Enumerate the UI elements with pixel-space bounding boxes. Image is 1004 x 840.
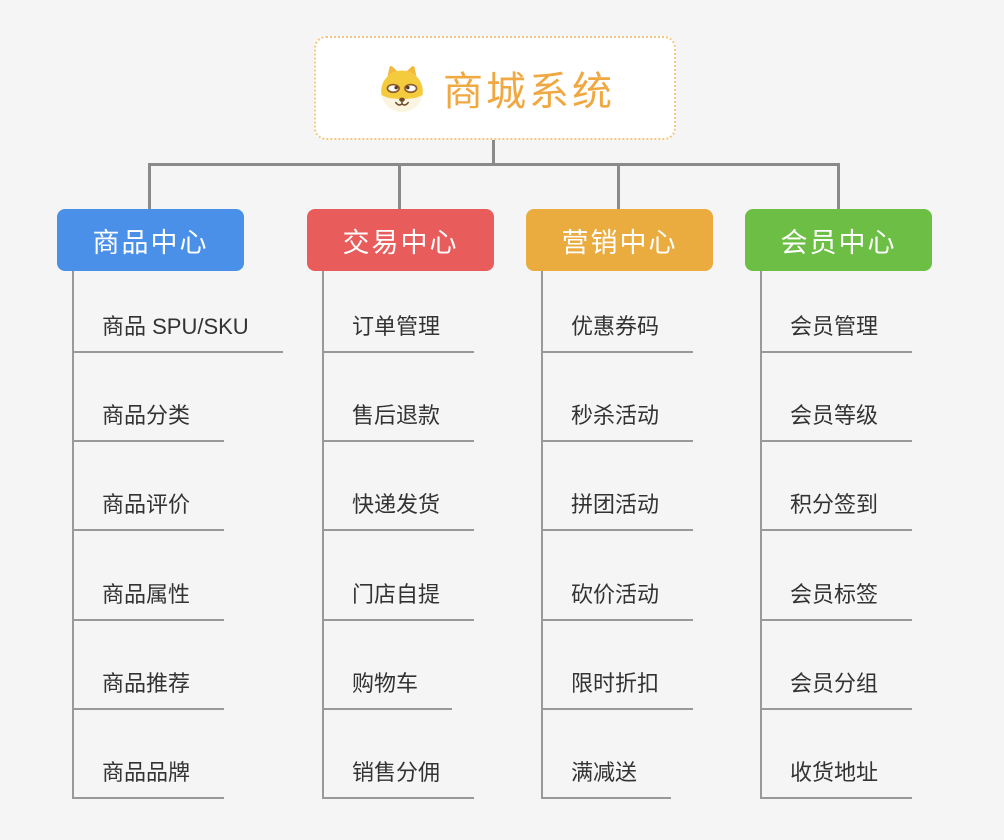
connector-drop-member bbox=[837, 166, 840, 209]
connector-bus bbox=[148, 163, 840, 166]
leaf-store-pickup[interactable]: 门店自提 bbox=[322, 579, 475, 621]
leaf-bargain-activity[interactable]: 砍价活动 bbox=[541, 579, 694, 621]
branch-header-trade[interactable]: 交易中心 bbox=[307, 209, 494, 271]
leaf-order-management[interactable]: 订单管理 bbox=[322, 311, 475, 353]
leaf-aftersale-refund[interactable]: 售后退款 bbox=[322, 400, 475, 442]
root-node[interactable]: 商城系统 bbox=[314, 36, 676, 140]
leaf-product-category[interactable]: 商品分类 bbox=[72, 400, 225, 442]
leaf-express-delivery[interactable]: 快递发货 bbox=[322, 489, 475, 531]
root-title: 商城系统 bbox=[443, 70, 615, 114]
trunk-product bbox=[72, 271, 74, 799]
doge-icon bbox=[375, 63, 429, 113]
leaf-member-tag[interactable]: 会员标签 bbox=[760, 579, 913, 621]
trunk-marketing bbox=[541, 271, 543, 799]
trunk-member bbox=[760, 271, 762, 799]
leaf-flash-sale[interactable]: 秒杀活动 bbox=[541, 400, 694, 442]
branch-header-marketing[interactable]: 营销中心 bbox=[526, 209, 713, 271]
leaf-product-recommend[interactable]: 商品推荐 bbox=[72, 668, 225, 710]
leaf-shipping-address[interactable]: 收货地址 bbox=[760, 757, 913, 799]
leaf-shopping-cart[interactable]: 购物车 bbox=[322, 668, 453, 710]
connector-drop-product bbox=[148, 166, 151, 209]
connector-drop-trade bbox=[398, 166, 401, 209]
leaf-member-group[interactable]: 会员分组 bbox=[760, 668, 913, 710]
connector-drop-marketing bbox=[617, 166, 620, 209]
leaf-limited-time-discount[interactable]: 限时折扣 bbox=[541, 668, 694, 710]
trunk-trade bbox=[322, 271, 324, 799]
branch-header-product[interactable]: 商品中心 bbox=[57, 209, 244, 271]
leaf-full-reduction[interactable]: 满减送 bbox=[541, 757, 672, 799]
branch-header-member[interactable]: 会员中心 bbox=[745, 209, 932, 271]
leaf-member-management[interactable]: 会员管理 bbox=[760, 311, 913, 353]
leaf-member-level[interactable]: 会员等级 bbox=[760, 400, 913, 442]
leaf-product-brand[interactable]: 商品品牌 bbox=[72, 757, 225, 799]
leaf-group-buy[interactable]: 拼团活动 bbox=[541, 489, 694, 531]
leaf-coupon-code[interactable]: 优惠券码 bbox=[541, 311, 694, 353]
leaf-product-review[interactable]: 商品评价 bbox=[72, 489, 225, 531]
connector-root-drop bbox=[492, 140, 495, 164]
leaf-sales-commission[interactable]: 销售分佣 bbox=[322, 757, 475, 799]
leaf-points-checkin[interactable]: 积分签到 bbox=[760, 489, 913, 531]
leaf-product-attribute[interactable]: 商品属性 bbox=[72, 579, 225, 621]
leaf-product-spu-sku[interactable]: 商品 SPU/SKU bbox=[72, 311, 283, 353]
